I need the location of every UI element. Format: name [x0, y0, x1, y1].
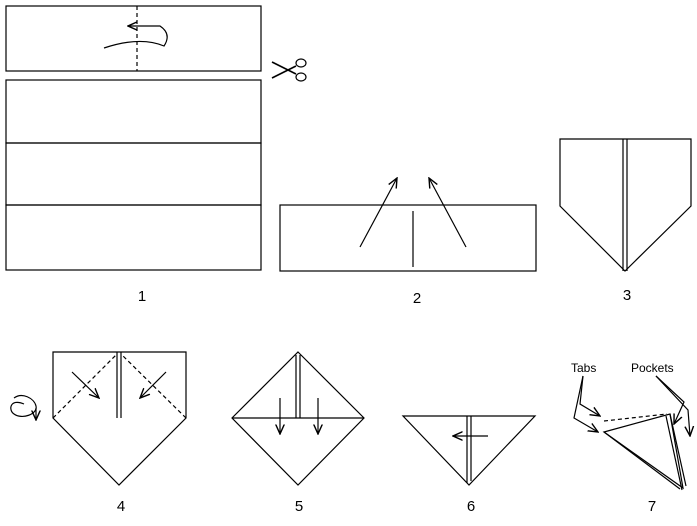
folded-shape: [52, 351, 187, 486]
folded-shape: [559, 138, 692, 272]
tabs-pointer: [573, 375, 598, 432]
unit-edge-1: [603, 431, 681, 490]
triangle-unit: [602, 413, 684, 490]
unit-edge-3: [665, 415, 683, 491]
folded-shape: [401, 415, 537, 486]
pockets-pointer: [655, 375, 685, 424]
step-5-figure: 5: [231, 351, 365, 515]
fold-guide-right: [120, 353, 187, 419]
step-number: 4: [117, 498, 125, 515]
step-4-figure: 4: [10, 351, 187, 515]
fold-arrow-right: [429, 178, 467, 248]
step-2-figure: 2: [279, 178, 537, 307]
fold-arrow: [103, 26, 168, 49]
paper-strip-3: [5, 204, 262, 271]
step-number: 7: [648, 498, 656, 515]
tabs-label: Tabs: [571, 361, 596, 375]
pockets-pointer-2: [655, 375, 690, 436]
turn-over-icon: [10, 394, 36, 420]
step-number: 1: [138, 288, 146, 305]
fold-arrow-left: [71, 371, 99, 398]
step-number: 6: [467, 498, 475, 515]
step-6-figure: 6: [401, 415, 537, 515]
step-1-figure: 1: [5, 5, 307, 305]
fold-guide-left: [52, 353, 118, 419]
step-number: 2: [413, 290, 421, 307]
step-number: 5: [295, 498, 303, 515]
paper-strip-1: [5, 79, 262, 144]
fold-arrow-left: [359, 178, 397, 248]
paper-strip-top: [5, 5, 262, 72]
tabs-pointer-2: [579, 375, 600, 416]
pockets-label: Pockets: [631, 361, 674, 375]
step-number: 3: [623, 287, 631, 304]
step-3-figure: 3: [559, 138, 692, 304]
step-7-figure: Tabs Pockets 7: [571, 361, 690, 515]
unit-edge-2: [669, 413, 687, 487]
fold-arrow-right: [140, 371, 167, 398]
scissors-icon: [271, 58, 307, 82]
paper-strip: [279, 204, 537, 272]
tab-dashes: [603, 413, 668, 422]
paper-strip-2: [5, 142, 262, 206]
